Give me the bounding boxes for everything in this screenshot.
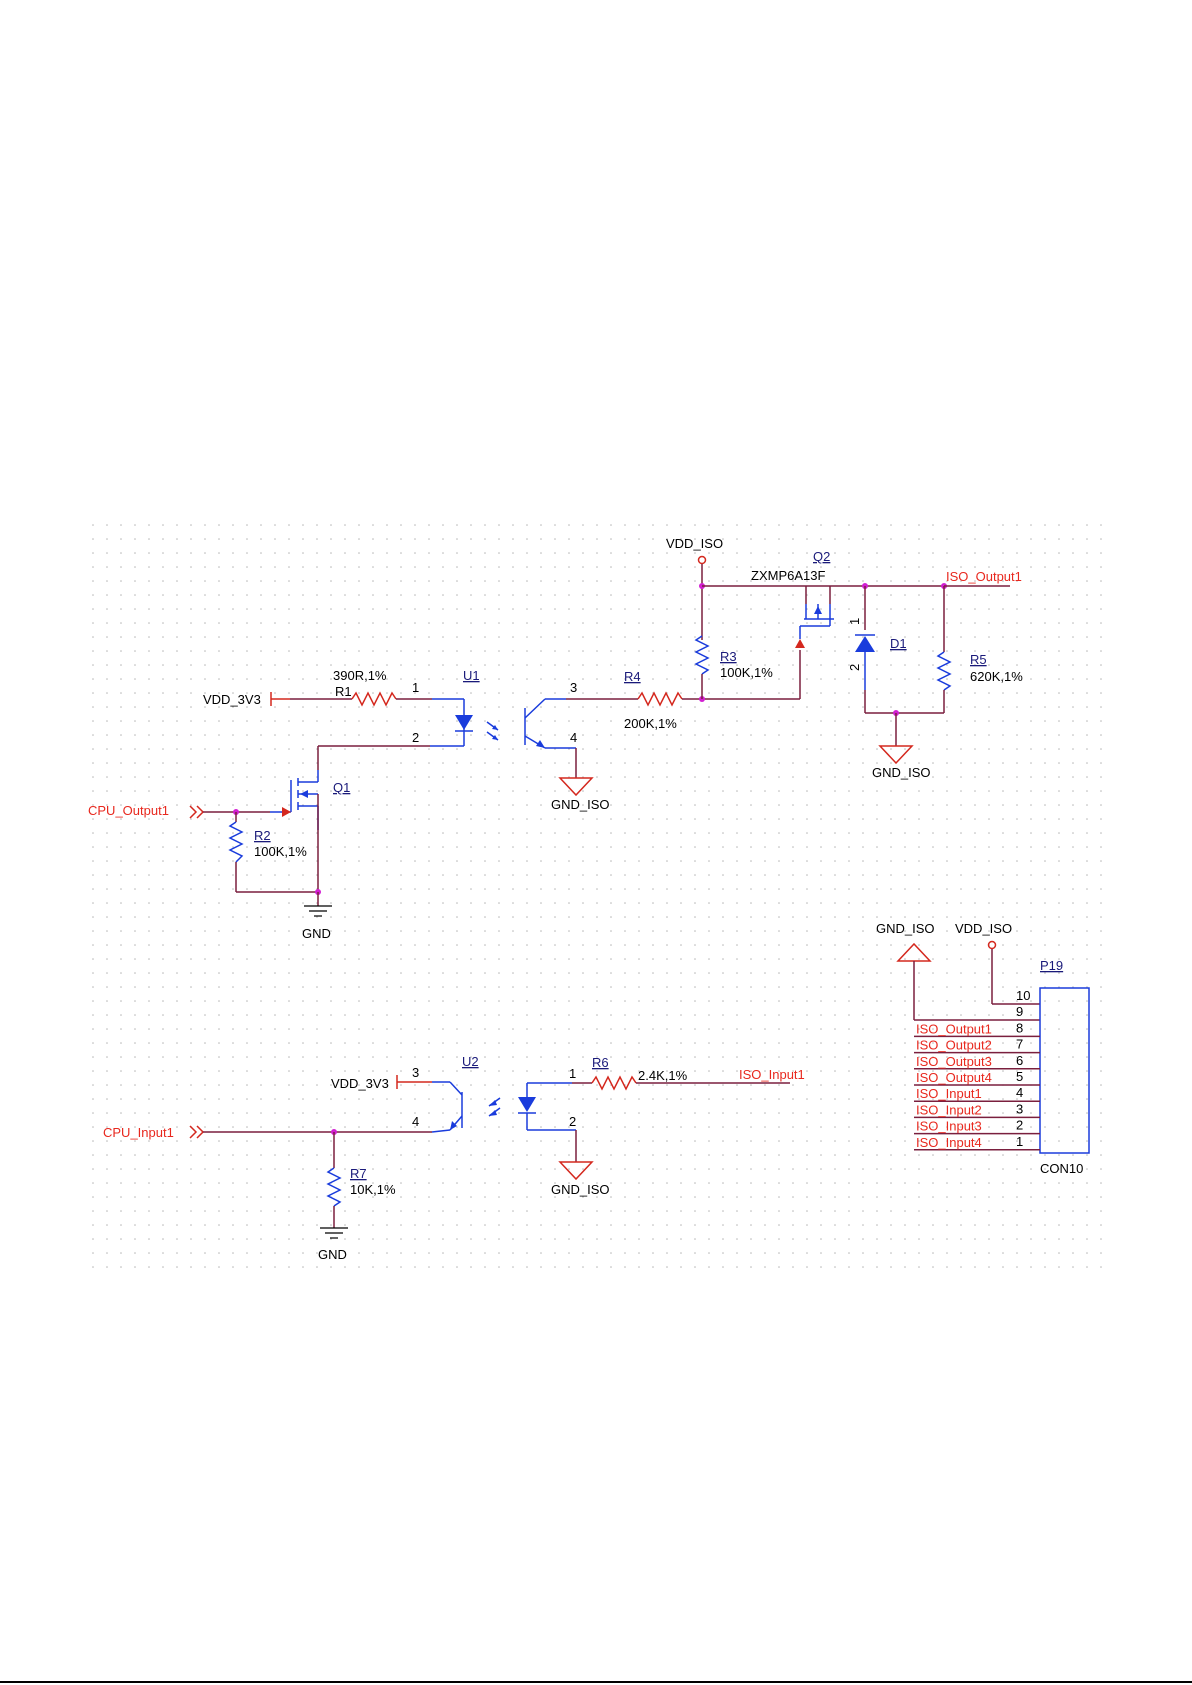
d1-pin2-num: 2 [847, 664, 862, 671]
r3-ref: R3 [720, 649, 737, 664]
mosfet-q2: Q2 ZXMP6A13F [751, 549, 834, 639]
connector-pin-net-label: ISO_Input1 [916, 1086, 982, 1101]
connector-p19: P19 CON10 1098ISO_Output17ISO_Output26IS… [914, 958, 1090, 1176]
p19-value: CON10 [1040, 1161, 1083, 1176]
vdd-iso-label-connector: VDD_ISO [955, 921, 1012, 936]
iso-output1-label: ISO_Output1 [946, 569, 1022, 584]
resistor-r3: R3 100K,1% [694, 635, 773, 680]
connector-pin-net-label: ISO_Output3 [916, 1054, 992, 1069]
cpu-input1-port[interactable]: CPU_Input1 [103, 1125, 205, 1140]
dot-grid [88, 520, 1108, 1280]
u1-light-arrows-icon [486, 721, 499, 741]
d1-ref: D1 [890, 636, 907, 651]
optocoupler-u2: U2 1 2 [449, 1054, 576, 1131]
connector-pin-number: 2 [1016, 1118, 1023, 1133]
vdd-iso-port-connector: VDD_ISO [955, 921, 1012, 950]
u2-led-icon [518, 1097, 536, 1112]
r4-value: 200K,1% [624, 716, 677, 731]
r2-value: 100K,1% [254, 844, 307, 859]
gnd-iso-symbol-u1: GND_ISO [551, 777, 610, 812]
resistor-r2: R2 100K,1% [228, 821, 307, 863]
connector-pin-net-label: ISO_Input4 [916, 1135, 982, 1150]
u2-pin4-lead [431, 1129, 451, 1133]
r7-ref: R7 [350, 1166, 367, 1181]
u2-pin2-num: 2 [569, 1114, 576, 1129]
r5-value: 620K,1% [970, 669, 1023, 684]
diode-d1: 1 2 D1 [847, 618, 907, 671]
gnd-iso-label-u2: GND_ISO [551, 1182, 610, 1197]
vdd-3v3-label-top: VDD_3V3 [203, 692, 261, 707]
vdd-iso-port-top: VDD_ISO [666, 536, 723, 565]
u1-pin2-num: 2 [412, 730, 419, 745]
r6-ref: R6 [592, 1055, 609, 1070]
connector-pin-number: 7 [1016, 1037, 1023, 1052]
connector-pin-net-label: ISO_Output1 [916, 1021, 992, 1036]
resistor-r6: R6 2.4K,1% [591, 1055, 688, 1091]
cpu-output1-label: CPU_Output1 [88, 803, 169, 818]
r7-value: 10K,1% [350, 1182, 396, 1197]
u1-led-icon [455, 715, 473, 730]
page-bottom-rule [0, 1681, 1192, 1683]
connector-pin-number: 8 [1016, 1020, 1023, 1035]
mosfet-q1: Q1 [270, 770, 350, 830]
vdd-iso-label-top: VDD_ISO [666, 536, 723, 551]
resistor-r4: R4 200K,1% [624, 669, 683, 731]
r2-ref: R2 [254, 828, 271, 843]
p19-ref: P19 [1040, 958, 1063, 973]
connector-pin-net-label: ISO_Input3 [916, 1119, 982, 1134]
connector-pin-number: 5 [1016, 1069, 1023, 1084]
q2-gate-arrow-icon [795, 639, 805, 648]
vdd-3v3-label-bottom: VDD_3V3 [331, 1076, 389, 1091]
gnd-iso-label-connector: GND_ISO [876, 921, 935, 936]
gnd-symbol-bottom: GND [318, 1227, 348, 1262]
u2-pin1-num: 1 [569, 1066, 576, 1081]
u2-ref: U2 [462, 1054, 479, 1069]
u2-pin4-num: 4 [412, 1114, 419, 1129]
u1-pin3-num: 3 [570, 680, 577, 695]
vdd-3v3-port-bottom: VDD_3V3 [331, 1075, 432, 1091]
resistor-r7: R7 10K,1% [326, 1166, 396, 1207]
gnd-iso-symbol-u2: GND_ISO [551, 1161, 610, 1197]
connector-pin-number: 9 [1016, 1004, 1023, 1019]
r6-value: 2.4K,1% [638, 1068, 688, 1083]
r1-ref: R1 [335, 684, 352, 699]
vdd-3v3-port-top: VDD_3V3 [203, 692, 290, 707]
r3-value: 100K,1% [720, 665, 773, 680]
r4-ref: R4 [624, 669, 641, 684]
q2-ref: Q2 [813, 549, 830, 564]
connector-pin-number: 6 [1016, 1053, 1023, 1068]
connector-pin-number: 4 [1016, 1085, 1023, 1100]
d1-pin1-num: 1 [847, 618, 862, 625]
u1-pin4-num: 4 [570, 730, 577, 745]
connector-pin-number: 3 [1016, 1101, 1023, 1116]
gnd-symbol-top: GND [302, 905, 332, 941]
q2-value: ZXMP6A13F [751, 568, 825, 583]
gnd-label-bottom: GND [318, 1247, 347, 1262]
q1-ref: Q1 [333, 780, 350, 795]
gnd-iso-label-u1: GND_ISO [551, 797, 610, 812]
gnd-iso-symbol-d1: GND_ISO [872, 745, 931, 780]
optocoupler-u1: U1 3 4 [430, 668, 577, 749]
gnd-iso-label-d1: GND_ISO [872, 765, 931, 780]
u1-pin1-num: 1 [412, 680, 419, 695]
cpu-input1-label: CPU_Input1 [103, 1125, 174, 1140]
iso-input1-label: ISO_Input1 [739, 1067, 805, 1082]
u1-ref: U1 [463, 668, 480, 683]
r1-value: 390R,1% [333, 668, 387, 683]
connector-pin-net-label: ISO_Output4 [916, 1070, 992, 1085]
r5-ref: R5 [970, 652, 987, 667]
u2-light-arrows-icon [488, 1097, 501, 1117]
d1-diode-icon [855, 636, 875, 652]
gnd-label-top: GND [302, 926, 331, 941]
connector-pin-number: 1 [1016, 1134, 1023, 1149]
connector-pin-number: 10 [1016, 988, 1030, 1003]
resistor-r1: 390R,1% R1 [333, 668, 397, 707]
resistor-r5: R5 620K,1% [936, 651, 1023, 691]
u2-pin3-num: 3 [412, 1065, 419, 1080]
connector-pin-net-label: ISO_Output2 [916, 1038, 992, 1053]
connector-pin-net-label: ISO_Input2 [916, 1102, 982, 1117]
